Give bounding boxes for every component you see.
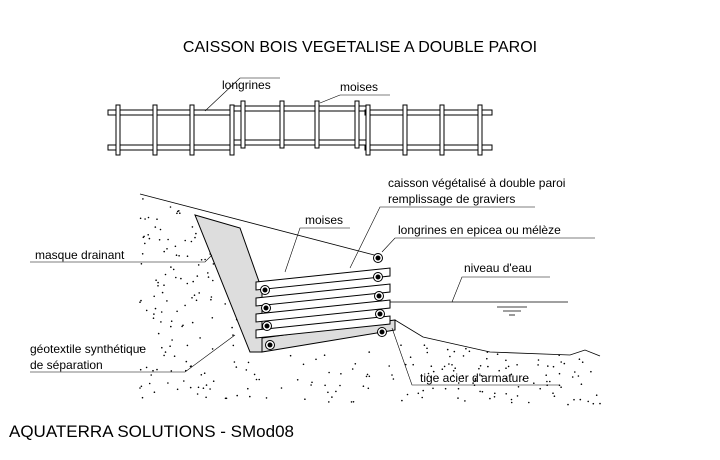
soil-stipple bbox=[139, 198, 601, 406]
label-longrines-section: longrines en epicea ou mélèze bbox=[398, 223, 561, 237]
label-masque: masque drainant bbox=[35, 248, 125, 262]
longrine-rail bbox=[107, 109, 235, 116]
rod-bolt-icon bbox=[377, 327, 387, 337]
moise-post bbox=[229, 104, 235, 156]
moise-post bbox=[314, 100, 320, 149]
diagram-title: CAISSON BOIS VEGETALISE A DOUBLE PAROI bbox=[182, 39, 538, 56]
moise-post bbox=[477, 104, 483, 156]
label-caisson: caisson végétalisé à double paroi bbox=[388, 176, 566, 190]
rod-bolt-icon bbox=[265, 340, 275, 350]
leader-longrines bbox=[204, 77, 241, 112]
label-niveau: niveau d'eau bbox=[464, 261, 532, 275]
river-bed bbox=[394, 319, 601, 357]
moise-post bbox=[152, 104, 158, 156]
moise-post bbox=[439, 104, 445, 156]
rod-bolt-icon bbox=[373, 253, 383, 263]
rod-bolt-icon bbox=[373, 272, 383, 282]
section-view bbox=[30, 193, 601, 386]
longrine-rail bbox=[107, 144, 235, 151]
label-remplissage: remplissage de graviers bbox=[388, 192, 516, 206]
log bbox=[255, 315, 391, 339]
label-separation: de séparation bbox=[30, 358, 103, 372]
rod-bolt-icon bbox=[262, 321, 272, 331]
longrine-rail bbox=[364, 144, 493, 151]
plan-view bbox=[107, 77, 493, 156]
moise-post bbox=[365, 104, 371, 156]
moise-post bbox=[402, 104, 408, 156]
label-longrines-plan: longrines bbox=[222, 78, 271, 92]
longrine-rail bbox=[230, 105, 369, 112]
moise-post bbox=[189, 104, 195, 156]
moise-post bbox=[354, 100, 360, 149]
label-tige: tige acier d'armature bbox=[420, 371, 530, 385]
footer-credit: AQUATERRA SOLUTIONS - SMod08 bbox=[9, 422, 294, 441]
moises-posts bbox=[115, 100, 483, 156]
rod-bolt-icon bbox=[261, 303, 271, 313]
log bbox=[255, 283, 391, 307]
leader-moises bbox=[319, 94, 341, 104]
moise-post bbox=[240, 100, 246, 149]
log bbox=[255, 267, 391, 291]
drainage-mask bbox=[194, 214, 263, 353]
label-geotextile: géotextile synthétique bbox=[30, 342, 147, 356]
log bbox=[255, 299, 391, 323]
longrine-rail bbox=[230, 139, 369, 146]
rod-bolt-icon bbox=[374, 291, 384, 301]
moise-post bbox=[115, 104, 121, 156]
rod-bolt-icon bbox=[260, 285, 270, 295]
leaders bbox=[30, 206, 595, 386]
longrine-rail bbox=[364, 109, 493, 116]
logs bbox=[255, 267, 391, 339]
slope-line bbox=[139, 193, 379, 257]
rod-bolt-icon bbox=[375, 309, 385, 319]
steel-rods bbox=[260, 253, 387, 350]
moise-post bbox=[279, 100, 285, 149]
label-moises-section: moises bbox=[305, 213, 344, 227]
label-moises-plan: moises bbox=[340, 80, 379, 94]
